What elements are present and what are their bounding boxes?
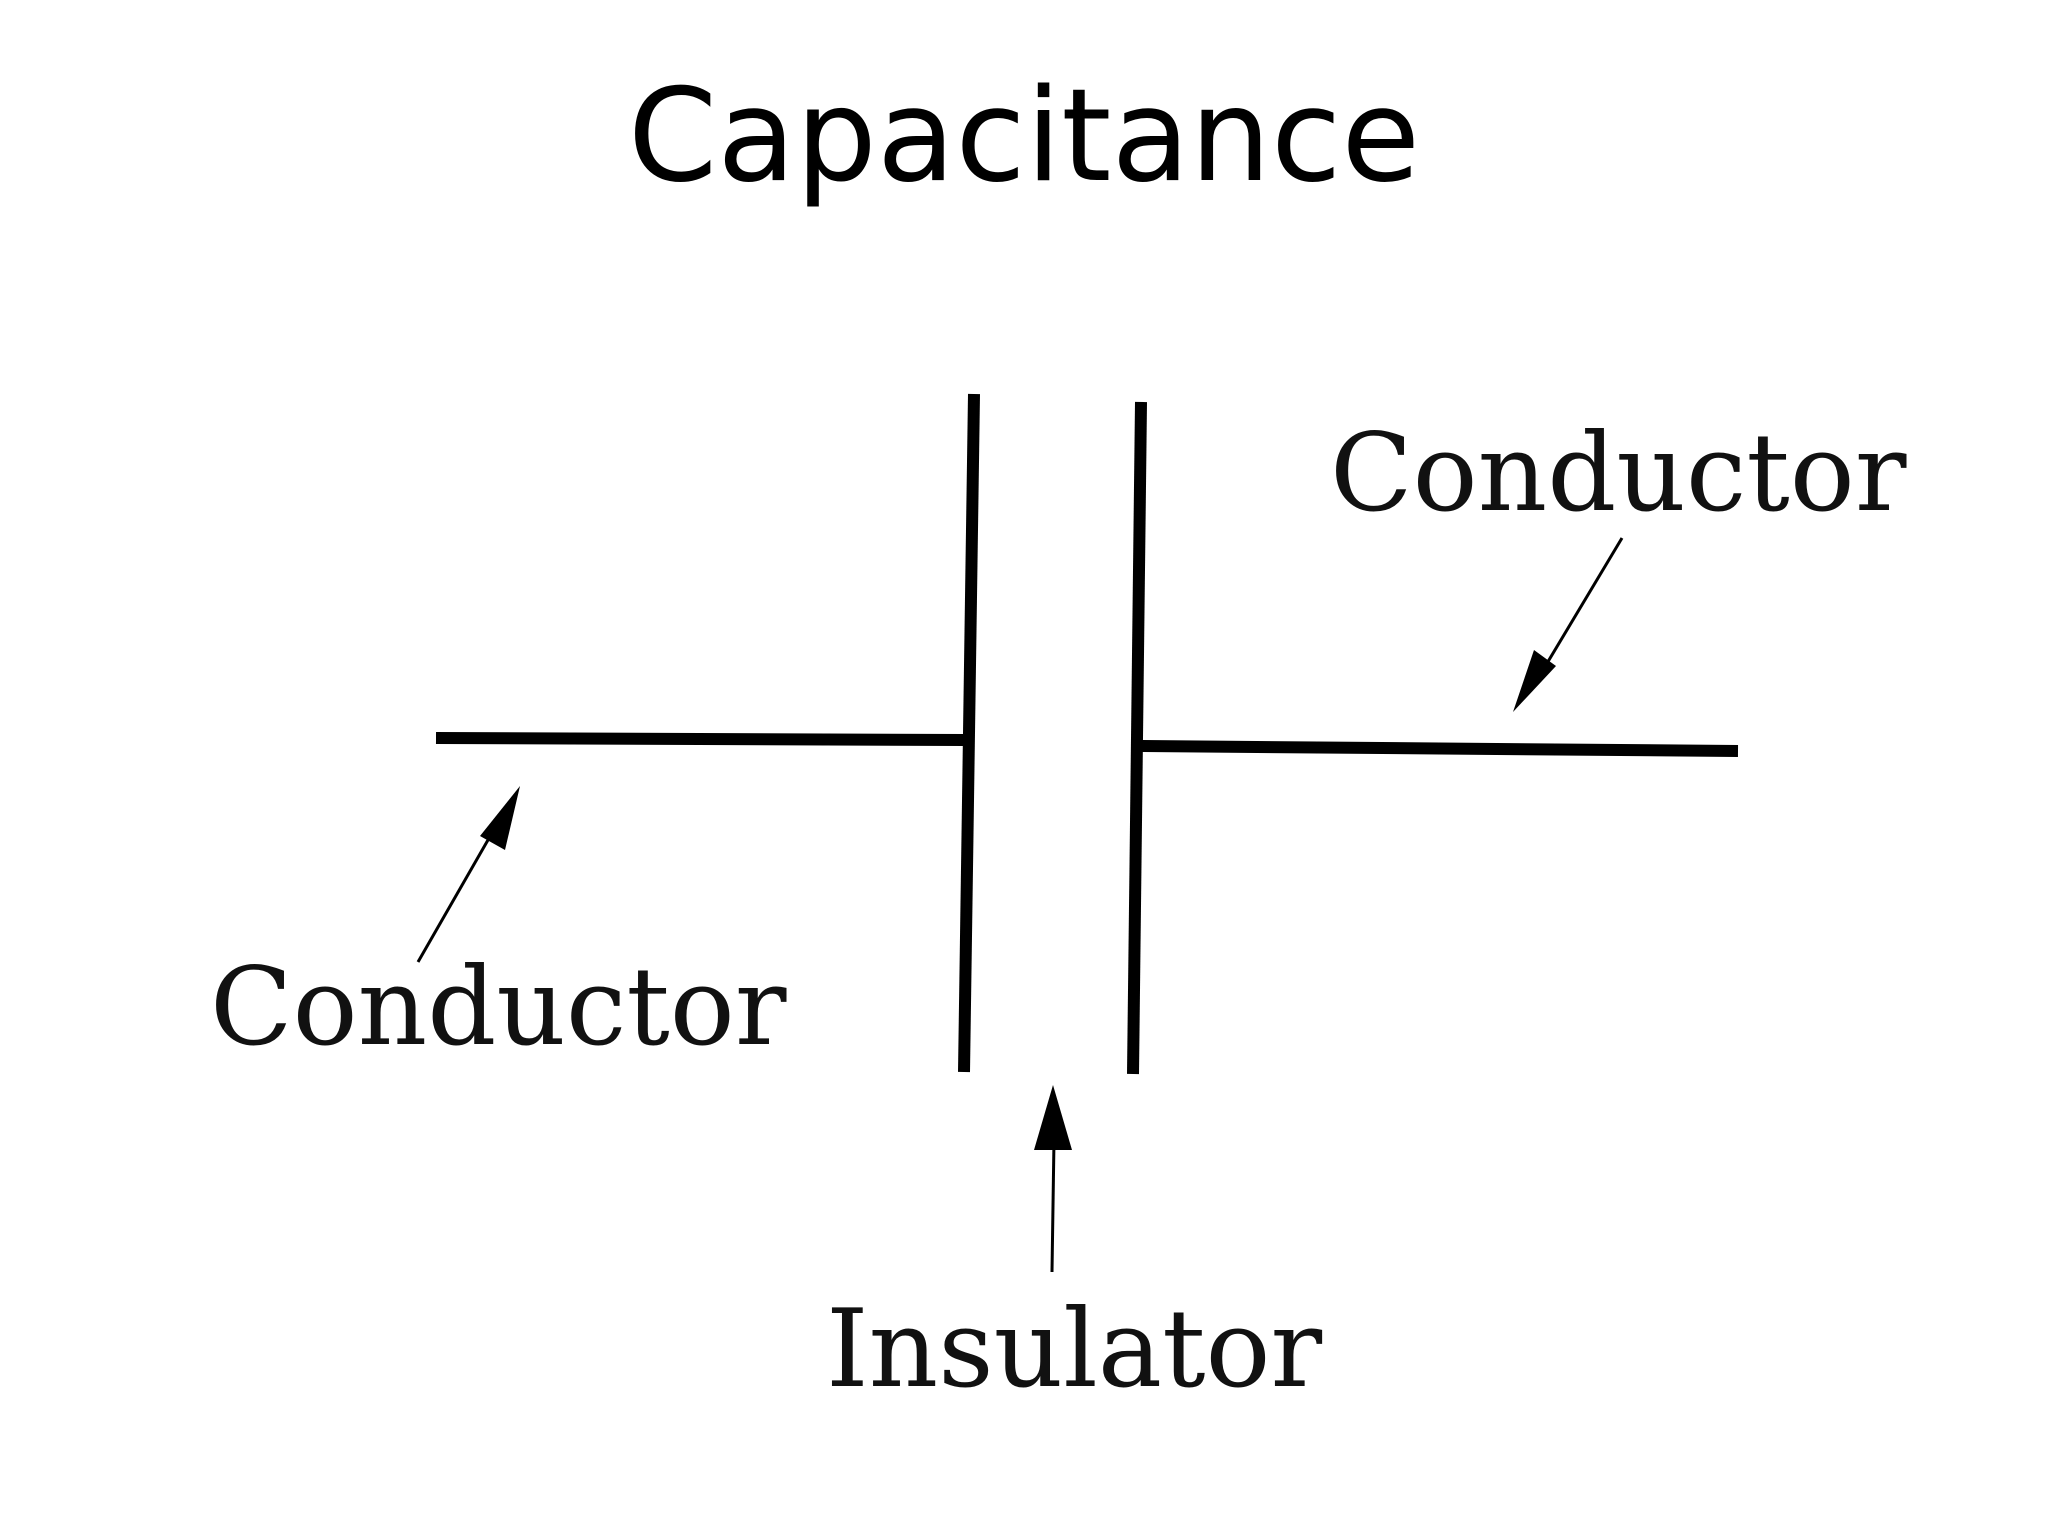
conductor-label-right: Conductor: [1330, 411, 1907, 536]
insulator-label: Insulator: [826, 1287, 1323, 1412]
slide-title: Capacitance: [627, 62, 1421, 211]
arrow-to-right-wire: [1513, 537, 1624, 712]
arrow-to-left-wire: [416, 786, 520, 963]
right-conductor-wire: [1139, 740, 1739, 757]
right-capacitor-plate: [1127, 401, 1147, 1075]
left-conductor-wire: [435, 732, 965, 746]
conductor-label-left: Conductor: [210, 945, 787, 1070]
arrow-to-insulator-gap: [1034, 1085, 1072, 1273]
left-capacitor-plate: [958, 393, 980, 1073]
